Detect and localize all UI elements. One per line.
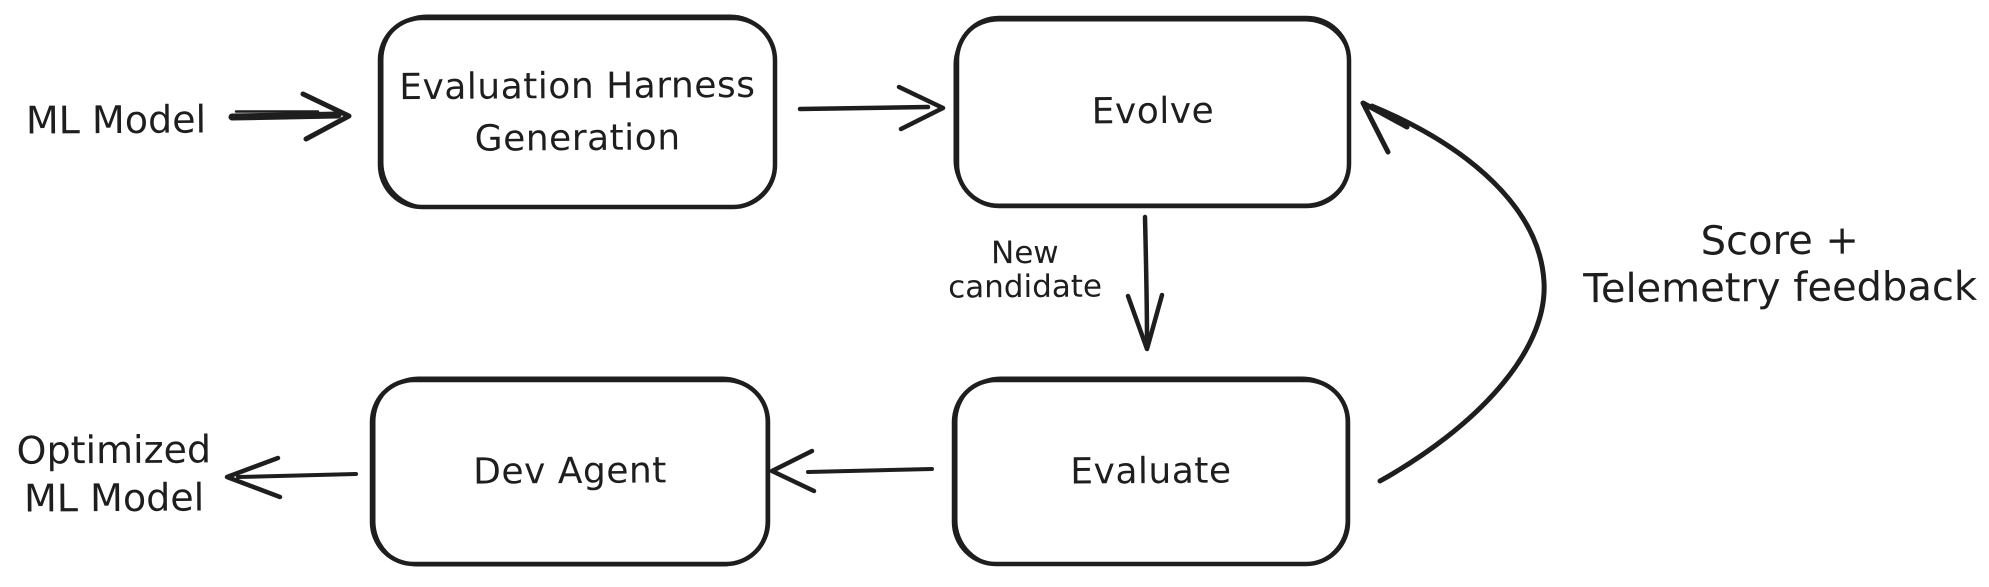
edge-evaluate-to-evolve-feedback-arrow xyxy=(1360,100,1547,484)
edge-label-line: Telemetry feedback xyxy=(1583,263,1978,313)
edge-label-new-candidate: New candidate xyxy=(925,234,1125,306)
node-label-evaluate: Evaluate xyxy=(953,379,1348,565)
node-box-dev-agent xyxy=(369,376,771,567)
annotation-ml-model-input: ML Model xyxy=(10,95,222,144)
node-box-evaluation-harness-generation xyxy=(377,14,778,210)
edge-harness-to-evolve-arrow xyxy=(797,84,946,132)
node-label-line: Dev Agent xyxy=(473,450,667,493)
edge-evolve-to-evaluate-arrow xyxy=(1125,214,1165,352)
edge-label-line: New xyxy=(990,234,1059,272)
annotation-line: Optimized xyxy=(16,427,212,473)
annotation-optimized-ml-model-output: Optimized ML Model xyxy=(8,425,221,522)
edge-devagent-to-optimized-arrow xyxy=(224,455,358,500)
annotation-line: ML Model xyxy=(25,97,207,143)
annotation-line: ML Model xyxy=(23,475,205,521)
node-label-evolve: Evolve xyxy=(956,17,1349,207)
node-label-line: Evolve xyxy=(1091,90,1215,133)
node-label-line: Evaluate xyxy=(1070,450,1232,493)
node-box-evolve xyxy=(953,15,1352,209)
edge-label-line: candidate xyxy=(948,268,1103,306)
edge-label-score-telemetry-feedback: Score + Telemetry feedback xyxy=(1570,217,1989,314)
edge-mlmodel-to-harness-arrow xyxy=(228,91,352,142)
node-label-line: Generation xyxy=(474,116,681,160)
node-box-evaluate xyxy=(951,376,1351,567)
edge-evaluate-to-devagent-arrow xyxy=(769,448,934,494)
node-label-dev-agent: Dev Agent xyxy=(371,379,768,565)
node-label-line: Evaluation Harness xyxy=(399,64,756,108)
edge-label-line: Score + xyxy=(1700,217,1860,265)
node-label-evaluation-harness-generation: Evaluation Harness Generation xyxy=(379,17,775,208)
